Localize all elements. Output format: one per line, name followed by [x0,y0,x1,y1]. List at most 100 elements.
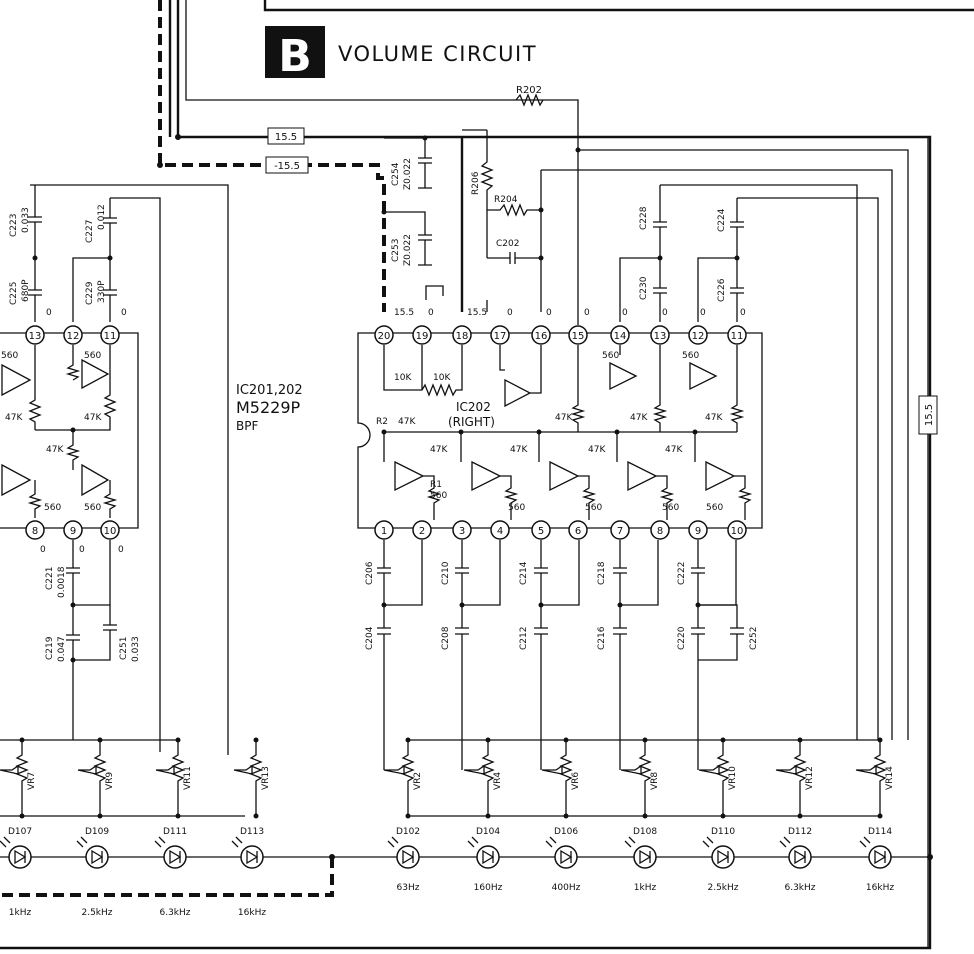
led-right-6-id: D114 [868,827,892,837]
right-pin-bottom-2-number: 3 [459,526,465,537]
led-left-0-id: D107 [8,827,32,837]
svg-text:47K: 47K [705,413,723,423]
right-pin-bottom-8: 9 [688,520,708,540]
svg-text:47K: 47K [84,413,102,423]
vr-right-3: VR8 [620,737,660,819]
svg-text:C214: C214 [519,561,529,585]
right-pin-top-7: 13 [650,325,670,345]
svg-text:C221: C221 [45,567,55,590]
right-pin-top-6: 14 [610,325,630,345]
vr-right-0: VR2 [383,737,423,819]
right-pin-top-3-number: 17 [494,331,507,342]
svg-text:C252: C252 [749,627,759,650]
vr-right-2-label: VR6 [571,772,581,790]
svg-text:C254: C254 [391,162,401,186]
led-right-2-id: D106 [554,827,578,837]
ic-type: BPF [236,419,258,433]
vr-right-2: VR6 [541,737,581,819]
vr-left-0: VR7 [0,737,37,819]
svg-text:0.033: 0.033 [21,207,31,233]
vr-left-0-label: VR7 [27,772,37,790]
svg-text:47K: 47K [46,445,64,455]
svg-text:47K: 47K [588,445,606,455]
vr-right-6: VR14 [855,737,895,819]
left-pin-top-3-number: 11 [104,331,117,342]
right-pin-bottom-9-number: 10 [731,526,744,537]
left-pin-top-5: 13 [25,325,45,345]
rail-neg-box [265,156,309,174]
svg-text:0: 0 [507,308,513,318]
resistor-r202: R202 [515,85,544,107]
svg-text:R204: R204 [494,195,518,205]
right-pin-top-7-number: 13 [654,331,667,342]
svg-text:560: 560 [585,503,602,513]
left-pin-top-5-number: 13 [29,331,42,342]
vr-right-1-label: VR4 [493,772,503,790]
right-pin-bottom-0: 1 [374,520,394,540]
opamp-0 [394,460,425,492]
led-right-0-id: D102 [396,827,420,837]
rail-pos-box [267,127,305,145]
left-pin-bottom-0-number: 8 [32,526,38,537]
vr-right-3-label: VR8 [650,772,660,790]
right-pin-bottom-0-number: 1 [381,526,387,537]
opamp-2 [549,460,580,492]
right-pin-top-4: 16 [531,325,551,345]
svg-text:C229: C229 [85,281,95,305]
vr-left-2-label: VR11 [183,766,193,790]
output-bus [30,147,909,755]
rail-right-box [918,395,938,435]
right-pin-top-4-number: 16 [535,331,548,342]
left-pin-top-4: 12 [63,325,83,345]
svg-text:R2: R2 [376,417,388,427]
vr-right-4-label: VR10 [728,766,738,790]
svg-text:0: 0 [740,308,746,318]
feedback-network: R206 R204 C202 [460,129,544,312]
svg-text:C224: C224 [717,208,727,232]
right-pin-bottom-4-number: 5 [538,526,544,537]
svg-text:0: 0 [79,545,85,555]
svg-text:C219: C219 [45,636,55,660]
svg-text:C206: C206 [365,561,375,585]
svg-text:C216: C216 [597,626,607,650]
svg-text:0: 0 [546,308,552,318]
svg-text:0: 0 [584,308,590,318]
left-pin-bottom-1-number: 9 [70,526,76,537]
ic-label: IC201,202 M5229P BPF [236,383,303,433]
svg-text:0.033: 0.033 [131,636,141,662]
right-led-group: D10263HzD104160HzD106400HzD1081kHzD1102.… [387,827,894,893]
svg-text:47K: 47K [430,445,448,455]
vr-left-3-label: VR13 [261,766,271,790]
rail-neg-label: -15.5 [274,161,300,172]
left-pin-bottom-1: 9 [63,520,83,540]
right-pin-bottom-1: 2 [412,520,432,540]
svg-text:560: 560 [44,503,61,513]
led-left-3-freq: 16kHz [238,908,266,918]
opamp-4 [705,460,736,492]
left-components: C223 0.033 C225 680P C227 0.012 C229 330… [1,185,141,740]
svg-text:560: 560 [662,503,679,513]
svg-text:0.047: 0.047 [57,636,67,662]
svg-text:560: 560 [1,351,18,361]
svg-text:47K: 47K [555,413,573,423]
svg-text:C223: C223 [9,214,19,237]
capacitor-c253: C253 Z0.022 [381,209,432,266]
led-left-3-id: D113 [240,827,264,837]
svg-text:330P: 330P [97,280,107,303]
left-pin-bottom-2-number: 10 [104,526,117,537]
svg-text:15.5: 15.5 [467,308,487,318]
svg-text:R1: R1 [430,480,442,490]
opamp-1 [471,460,502,492]
rail-right-label: 15.5 [924,404,935,426]
ic202-internals: 10K 10K 47K 47K 47K 560 560 R2 47K R1 56… [376,345,753,520]
svg-text:0: 0 [700,308,706,318]
svg-text:C208: C208 [441,626,451,650]
